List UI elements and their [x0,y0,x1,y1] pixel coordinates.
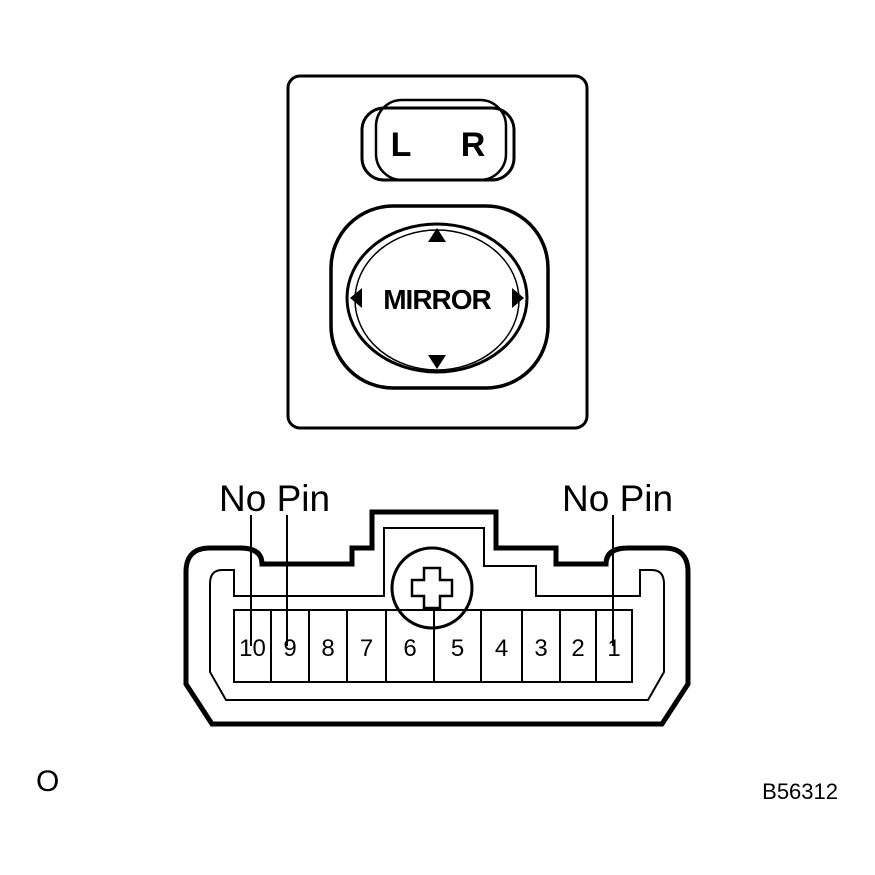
arrow-right-icon [512,288,524,308]
pin-number-10: 10 [239,635,266,662]
no-pin-label-right: No Pin [562,478,673,519]
connector-inner-contour [209,527,665,701]
mirror-label: MIRROR [383,284,491,315]
no-pin-label-left: No Pin [219,478,330,519]
footer-left-mark: O [36,765,59,798]
connector-latch-screw [390,546,474,630]
pin-number-3: 3 [534,635,547,662]
lr-selector-switch[interactable]: L R [360,98,516,182]
no-pin-label-left-group: No Pin [219,478,330,646]
figure-code: B56312 [762,779,838,804]
pin-number-9: 9 [283,635,296,662]
pin-number-6: 6 [403,635,416,662]
pin-number-1: 1 [607,635,620,662]
no-pin-label-right-group: No Pin [562,478,673,646]
lr-selector-right-label: R [461,126,486,164]
pin-number-5: 5 [451,635,464,662]
pin-number-7: 7 [360,635,373,662]
mirror-switch-assembly: L R MIRROR [286,74,589,430]
switch-housing [286,74,589,430]
arrow-left-icon [350,288,362,308]
arrow-down-icon [428,355,446,369]
pin-number-2: 2 [571,635,584,662]
arrow-up-icon [428,228,446,242]
connector-outer-shell [183,509,691,727]
lr-selector-left-label: L [391,126,412,164]
mirror-adjust-pad[interactable]: MIRROR [329,204,550,390]
pin-number-4: 4 [495,635,508,662]
pin-number-8: 8 [321,635,334,662]
